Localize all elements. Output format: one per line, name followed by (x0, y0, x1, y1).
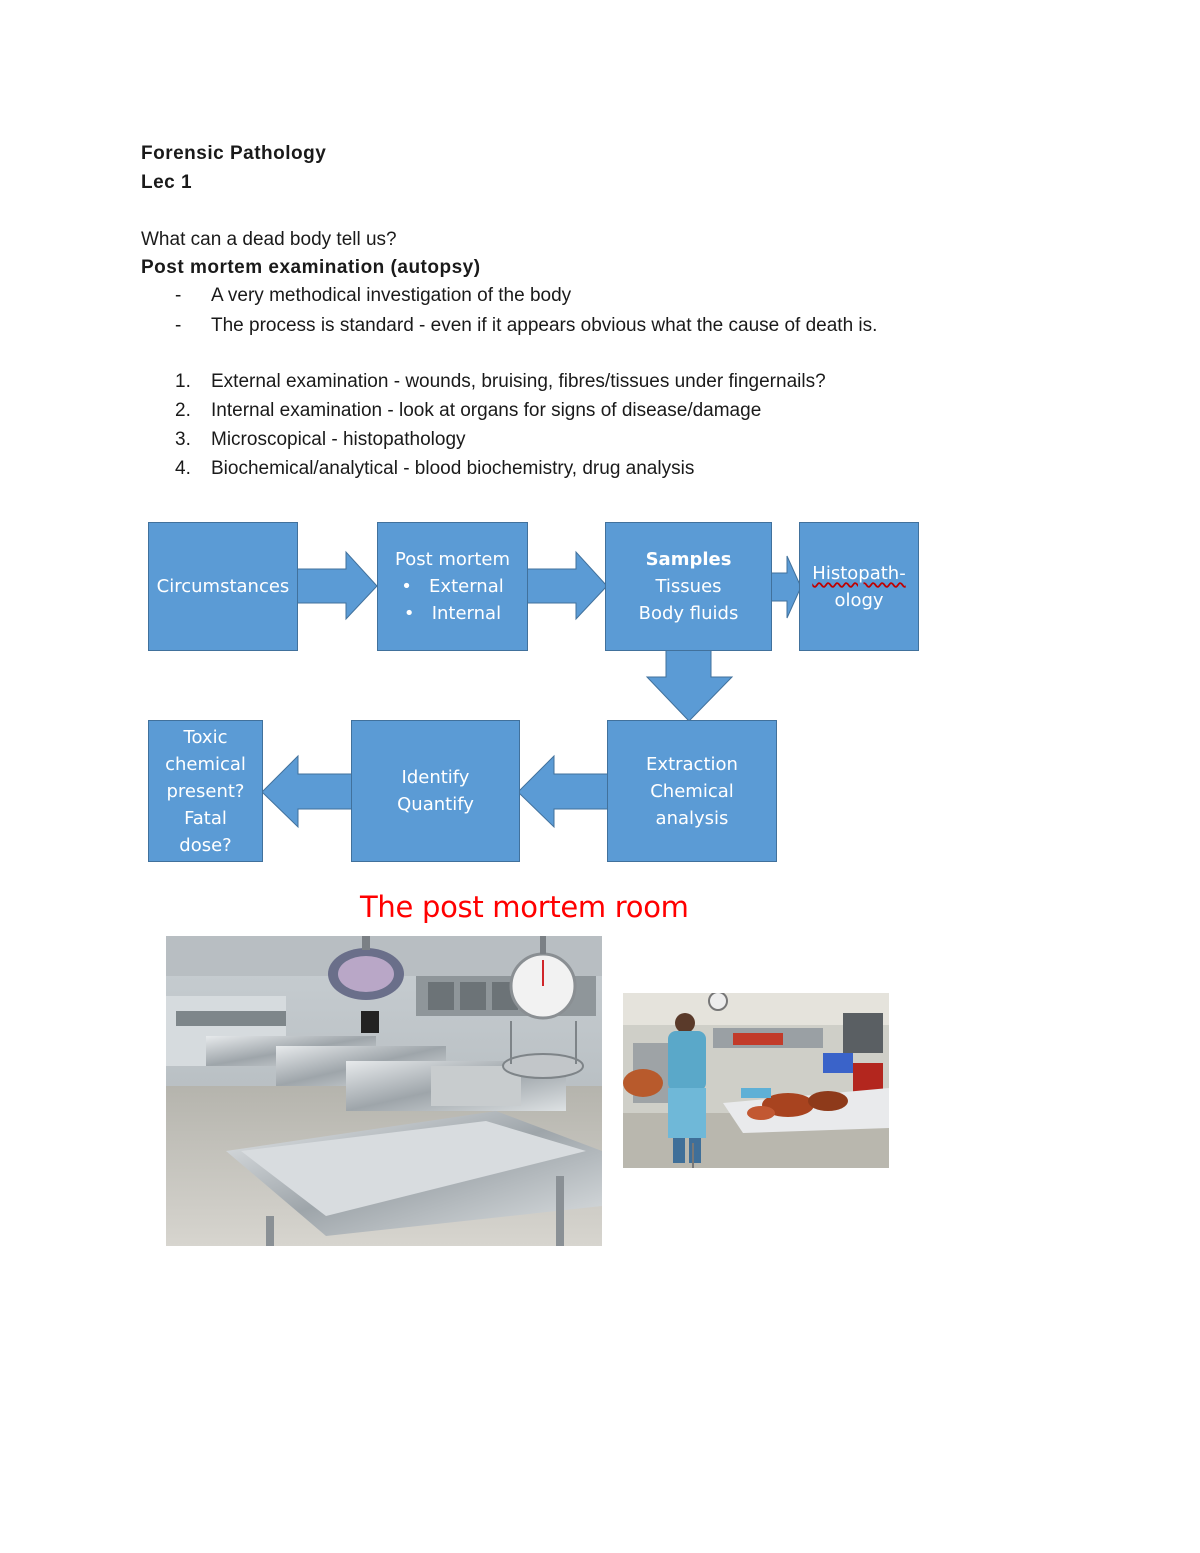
bullet-text: A very methodical investigation of the b… (211, 285, 572, 306)
step-number: 3. (175, 429, 191, 450)
arrow-right-icon (770, 555, 802, 619)
list-item: - A very methodical investigation of the… (0, 285, 1200, 315)
arrow-down-icon (645, 649, 734, 722)
box-line: Chemical (650, 780, 734, 802)
step-number: 1. (175, 371, 191, 392)
box-line: analysis (655, 807, 729, 829)
list-item: 1. External examination - wounds, bruisi… (0, 371, 1200, 400)
box-item-text: External (429, 576, 504, 597)
section-heading: Post mortem examination (autopsy) (141, 257, 481, 278)
arrow-right-icon (295, 550, 378, 621)
arrow-left-icon (517, 754, 610, 829)
flow-box-toxic: Toxic chemical present? Fatal dose? (148, 720, 263, 862)
box-line: Tissues (655, 576, 722, 597)
box-item-text: Internal (431, 603, 502, 624)
photo-caption: The post mortem room (360, 890, 689, 924)
box-label: Circumstances (156, 576, 290, 597)
numbered-list: 1. External examination - wounds, bruisi… (0, 371, 1200, 487)
box-line: present? (166, 780, 245, 802)
flow-box-histopathology: Histopath- ology (799, 522, 919, 651)
step-text: Internal examination - look at organs fo… (211, 400, 762, 421)
box-line: Identify (401, 767, 470, 788)
step-number: 4. (175, 458, 191, 479)
bullet-marker: • (401, 576, 412, 597)
bullet-marker: - (175, 285, 182, 306)
pathologist-photo-image (623, 993, 889, 1168)
box-title: Post mortem (395, 549, 510, 570)
box-title: Samples (645, 549, 732, 570)
bullet-text: The process is standard - even if it app… (211, 315, 878, 336)
step-text: External examination - wounds, bruising,… (211, 371, 826, 392)
flow-box-identify: Identify Quantify (351, 720, 520, 862)
box-bullet-item: • Internal (404, 600, 501, 627)
flow-box-circumstances: Circumstances (148, 522, 298, 651)
list-item: 2. Internal examination - look at organs… (0, 400, 1200, 429)
box-line: Body fluids (638, 603, 739, 624)
flow-box-extraction: Extraction Chemical analysis (607, 720, 777, 862)
box-line: Histopath- (812, 562, 906, 584)
step-text: Microscopical - histopathology (211, 429, 466, 450)
arrow-right-icon (525, 550, 608, 621)
bullet-marker: - (175, 315, 182, 336)
list-item: 3. Microscopical - histopathology (0, 429, 1200, 458)
flow-box-samples: Samples Tissues Body fluids (605, 522, 772, 651)
box-line: chemical (165, 753, 246, 775)
document-title: Forensic Pathology (141, 143, 327, 164)
bullet-marker: • (403, 603, 415, 624)
list-item: 4. Biochemical/analytical - blood bioche… (0, 458, 1200, 487)
bullet-list: - A very methodical investigation of the… (0, 285, 1200, 345)
box-line: Extraction (646, 753, 738, 775)
box-line: Fatal (184, 807, 227, 829)
box-bullet-item: • External (401, 573, 503, 600)
arrow-left-icon (261, 754, 354, 829)
pathologist-photo (623, 993, 889, 1168)
box-line: dose? (179, 834, 232, 856)
box-line: ology (834, 589, 884, 611)
box-line: Toxic (183, 726, 228, 748)
flow-box-post-mortem: Post mortem • External • Internal (377, 522, 528, 651)
step-text: Biochemical/analytical - blood biochemis… (211, 458, 695, 479)
list-item: - The process is standard - even if it a… (0, 315, 1200, 345)
box-line: Quantify (397, 794, 474, 815)
post-mortem-room-photo (166, 936, 602, 1246)
step-number: 2. (175, 400, 191, 421)
post-mortem-room-photo-image (166, 936, 602, 1246)
intro-question: What can a dead body tell us? (141, 229, 397, 250)
lecture-number: Lec 1 (141, 172, 193, 193)
